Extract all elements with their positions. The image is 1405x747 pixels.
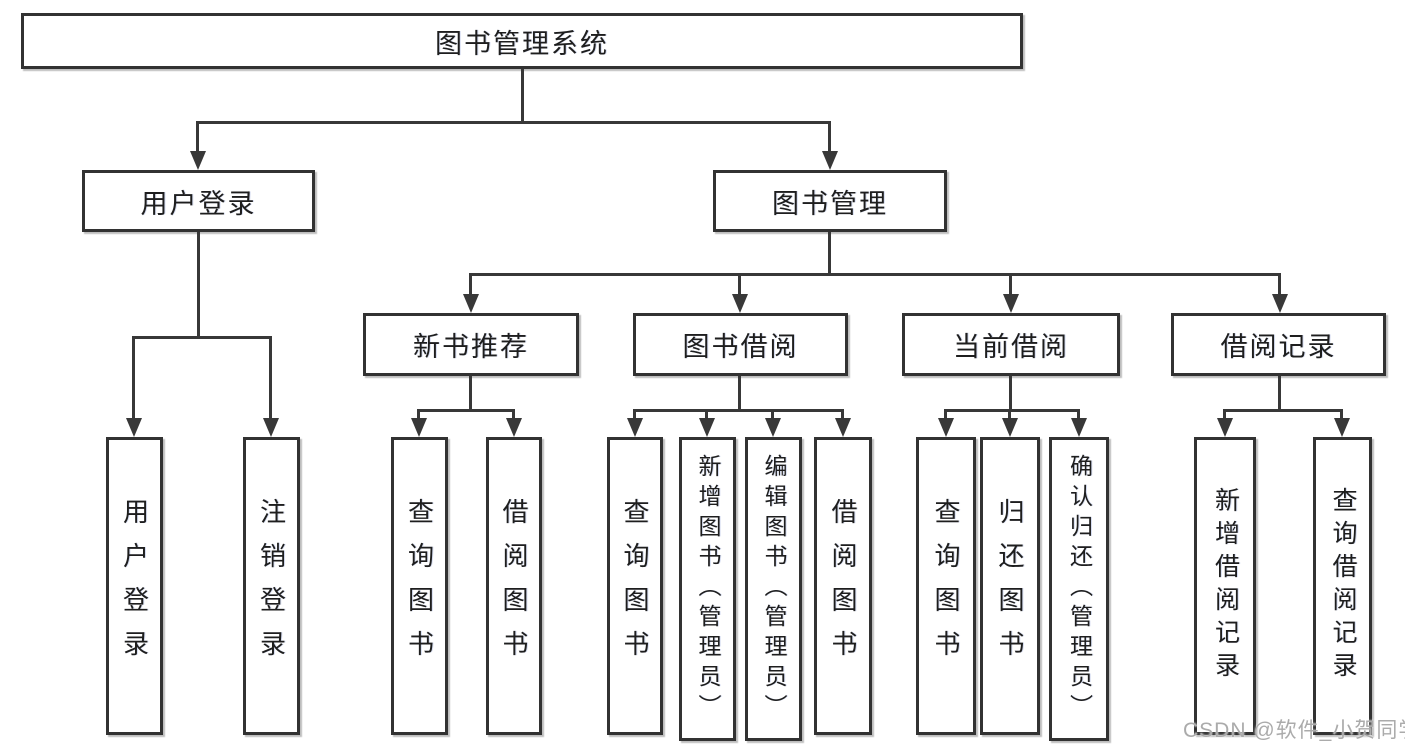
arrowhead-cb-leaf3-icon bbox=[1071, 418, 1087, 437]
connector-cb-leaf2 bbox=[1008, 409, 1011, 418]
connector-to-current bbox=[1009, 273, 1012, 294]
arrowhead-rr-leaf1-icon bbox=[1217, 418, 1233, 437]
node-new-book-recommend-label: 新书推荐 bbox=[413, 332, 529, 362]
connector-bookborrow-stem bbox=[738, 376, 741, 409]
connector-to-borrow bbox=[738, 273, 741, 294]
leaf-query-books-borrow: 查询图书 bbox=[607, 437, 663, 735]
connector-bb-leaf3 bbox=[771, 409, 774, 418]
leaf-borrow-books-recommend-label: 借阅图书 bbox=[499, 498, 529, 674]
arrowhead-leaf-logout-icon bbox=[263, 418, 279, 437]
connector-to-records bbox=[1278, 273, 1281, 294]
connector-records-bar bbox=[1223, 409, 1342, 412]
leaf-query-books-current-label: 查询图书 bbox=[931, 498, 961, 674]
connector-rr-leaf1 bbox=[1223, 409, 1226, 418]
watermark-text: CSDN @软件_小贺同学 bbox=[1183, 719, 1405, 742]
leaf-add-books-admin: 新增图书（管理员） bbox=[679, 437, 736, 741]
connector-cb-leaf1 bbox=[944, 409, 947, 418]
connector-to-recommend bbox=[469, 273, 472, 294]
node-book-management-label: 图书管理 bbox=[772, 188, 888, 219]
leaf-logout-label: 注销登录 bbox=[256, 498, 287, 674]
leaf-borrow-books-borrow-label: 借阅图书 bbox=[828, 498, 858, 674]
connector-recommend-stem bbox=[469, 376, 472, 409]
arrowhead-bb-leaf3-icon bbox=[765, 418, 781, 437]
leaf-add-borrow-record: 新增借阅记录 bbox=[1194, 437, 1256, 735]
arrowhead-current-icon bbox=[1003, 294, 1019, 313]
connector-root-bar bbox=[196, 121, 831, 124]
leaf-query-books-borrow-label: 查询图书 bbox=[620, 498, 650, 674]
arrowhead-records-icon bbox=[1272, 294, 1288, 313]
arrowhead-cb-leaf2-icon bbox=[1002, 418, 1018, 437]
connector-bb-leaf1 bbox=[633, 409, 636, 418]
arrowhead-bb-leaf1-icon bbox=[627, 418, 643, 437]
leaf-query-borrow-record-label: 查询借阅记录 bbox=[1329, 487, 1357, 685]
arrowhead-rec-leaf1-icon bbox=[411, 418, 427, 437]
leaf-return-books: 归还图书 bbox=[980, 437, 1040, 735]
node-new-book-recommend: 新书推荐 bbox=[363, 313, 579, 376]
connector-rec-leaf1 bbox=[417, 409, 420, 418]
leaf-edit-books-admin: 编辑图书（管理员） bbox=[745, 437, 802, 741]
leaf-return-books-label: 归还图书 bbox=[995, 498, 1025, 674]
node-root-label: 图书管理系统 bbox=[435, 28, 609, 59]
connector-currentborrow-bar bbox=[944, 409, 1080, 412]
leaf-user-login: 用户登录 bbox=[106, 437, 163, 735]
node-book-management: 图书管理 bbox=[713, 170, 947, 232]
leaf-add-books-admin-label: 新增图书（管理员） bbox=[695, 454, 721, 724]
connector-to-leaf-logout bbox=[269, 336, 272, 418]
node-current-borrow-label: 当前借阅 bbox=[953, 332, 1069, 362]
node-book-borrow: 图书借阅 bbox=[633, 313, 848, 376]
leaf-confirm-return-admin-label: 确认归还（管理员） bbox=[1066, 454, 1093, 724]
arrowhead-cb-leaf1-icon bbox=[938, 418, 954, 437]
connector-cb-leaf3 bbox=[1077, 409, 1080, 418]
connector-bookmgmt-bar bbox=[470, 273, 1281, 276]
connector-rec-leaf2 bbox=[512, 409, 515, 418]
connector-records-stem bbox=[1278, 376, 1281, 409]
connector-currentborrow-stem bbox=[1009, 376, 1012, 409]
connector-to-book-management bbox=[828, 121, 831, 152]
connector-rr-leaf2 bbox=[1340, 409, 1343, 418]
leaf-borrow-books-borrow: 借阅图书 bbox=[814, 437, 872, 735]
arrowhead-rr-leaf2-icon bbox=[1334, 418, 1350, 437]
node-user-login-label: 用户登录 bbox=[140, 188, 257, 219]
leaf-query-books-current: 查询图书 bbox=[916, 437, 976, 735]
arrowhead-bb-leaf4-icon bbox=[835, 418, 851, 437]
node-book-borrow-label: 图书借阅 bbox=[682, 332, 799, 362]
connector-to-user-login bbox=[196, 121, 199, 152]
arrowhead-user-login-icon bbox=[190, 151, 206, 170]
connector-bb-leaf4 bbox=[841, 409, 844, 418]
node-current-borrow: 当前借阅 bbox=[902, 313, 1120, 376]
connector-bb-leaf2 bbox=[705, 409, 708, 418]
connector-bookborrow-bar bbox=[633, 409, 843, 412]
arrowhead-borrow-icon bbox=[732, 294, 748, 313]
leaf-logout: 注销登录 bbox=[243, 437, 300, 735]
node-borrow-records: 借阅记录 bbox=[1171, 313, 1386, 376]
node-root: 图书管理系统 bbox=[21, 13, 1023, 69]
leaf-query-books-recommend: 查询图书 bbox=[391, 437, 448, 735]
node-user-login: 用户登录 bbox=[82, 170, 315, 232]
connector-userlogin-stem bbox=[197, 232, 200, 336]
connector-to-leaf-user-login bbox=[132, 336, 135, 418]
leaf-query-books-recommend-label: 查询图书 bbox=[404, 498, 435, 674]
arrowhead-rec-leaf2-icon bbox=[506, 418, 522, 437]
leaf-add-borrow-record-label: 新增借阅记录 bbox=[1211, 487, 1240, 685]
connector-userlogin-bar bbox=[133, 336, 272, 339]
node-borrow-records-label: 借阅记录 bbox=[1220, 332, 1337, 362]
arrowhead-leaf-user-login-icon bbox=[126, 418, 142, 437]
leaf-edit-books-admin-label: 编辑图书（管理员） bbox=[761, 454, 787, 724]
arrowhead-bb-leaf2-icon bbox=[699, 418, 715, 437]
leaf-borrow-books-recommend: 借阅图书 bbox=[486, 437, 542, 735]
leaf-confirm-return-admin: 确认归还（管理员） bbox=[1049, 437, 1109, 741]
connector-bookmgmt-stem bbox=[828, 232, 831, 273]
leaf-user-login-label: 用户登录 bbox=[119, 498, 150, 674]
connector-root-stem bbox=[521, 69, 524, 121]
leaf-query-borrow-record: 查询借阅记录 bbox=[1313, 437, 1372, 735]
arrowhead-recommend-icon bbox=[463, 294, 479, 313]
arrowhead-book-management-icon bbox=[822, 151, 838, 170]
connector-recommend-bar bbox=[417, 409, 515, 412]
